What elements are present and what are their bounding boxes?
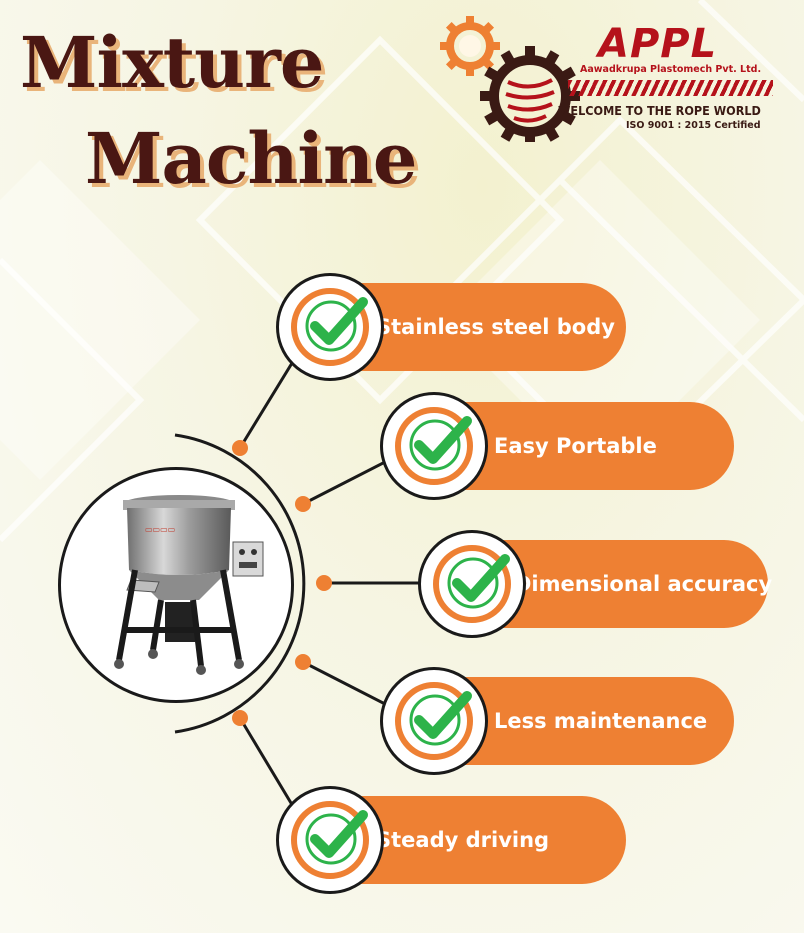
check-icon [447,554,510,609]
logo-tagline: WELCOME TO THE ROPE WORLD [558,103,761,118]
feature-badge [276,273,384,381]
connector-dot-4 [295,654,311,670]
check-icon [409,691,472,746]
feature-label: Stainless steel body [376,315,615,339]
page-title-line1: Mixture [20,21,324,104]
page-title-line2: Machine [85,117,417,200]
feature-badge [418,530,526,638]
logo-company: Aawadkrupa Plastomech Pvt. Ltd. [580,64,762,75]
svg-text:▭▭▭▭: ▭▭▭▭ [145,525,175,534]
feature-badge [380,392,488,500]
company-logo: APPL Aawadkrupa Plastomech Pvt. Ltd. WEL… [438,14,778,142]
connector-dot-3 [316,575,332,591]
check-icon [305,810,368,865]
feature-badge [380,667,488,775]
connector-dot-2 [295,496,311,512]
feature-label: Easy Portable [494,434,657,458]
check-icon [305,297,368,352]
logo-stripes [568,80,773,96]
mixer-machine-illustration: ▭▭▭▭ [114,495,264,675]
feature-label: Less maintenance [494,709,708,733]
logo-name: APPL [598,21,718,67]
logo-certification: ISO 9001 : 2015 Certified [626,120,761,131]
feature-label: Dimensional accuracy [514,572,773,596]
gear-icon [440,16,580,142]
check-icon [409,416,472,471]
feature-badge [276,786,384,894]
feature-label: Steady driving [376,828,550,852]
connector-dot-5 [232,710,248,726]
machine-image: ▭▭▭▭ [58,467,294,703]
connector-dot-1 [232,440,248,456]
